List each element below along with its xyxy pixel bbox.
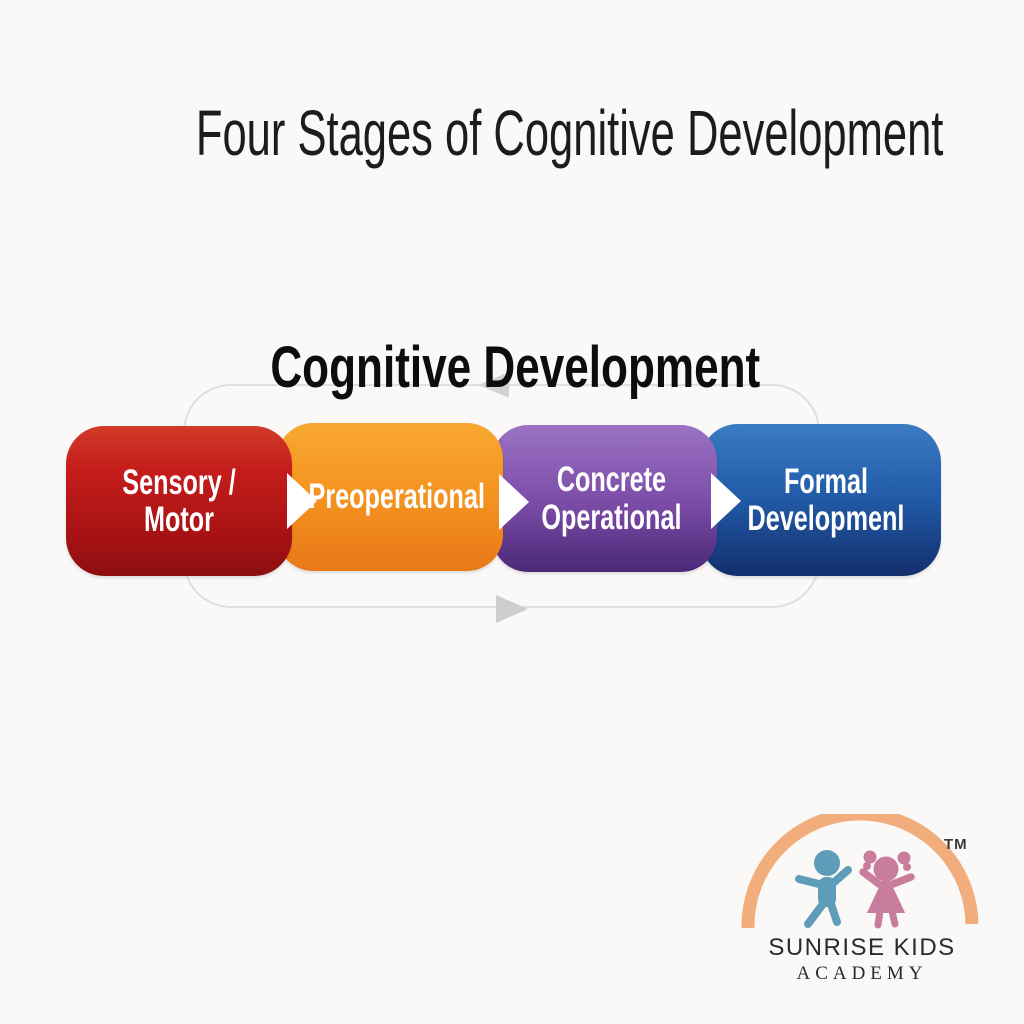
boy-icon <box>795 850 852 928</box>
logo-subtitle: ACADEMY <box>796 963 928 984</box>
chevron-right-icon <box>287 473 317 529</box>
stage-box-formal-development: Formal Developmenl <box>700 424 941 576</box>
sunrise-arc-icon <box>741 814 979 929</box>
chevron-right-icon <box>711 473 741 529</box>
page-title-text: Four Stages of Cognitive Development <box>195 97 944 169</box>
diagram-header: Cognitive Development <box>6 334 1024 401</box>
arrow-left-icon <box>478 372 509 398</box>
arrow-right-icon <box>496 595 528 623</box>
girl-icon <box>859 850 915 929</box>
logo-graphic <box>741 814 979 929</box>
stage-box-concrete-operational: Concrete Operational <box>492 425 717 572</box>
stage-box-sensory-motor: Sensory / Motor <box>66 426 292 576</box>
stage-label: Sensory / Motor <box>122 462 236 539</box>
logo-name: SUNRISE KIDS <box>768 934 956 961</box>
trademark-symbol: TM <box>944 836 968 853</box>
stage-label: Formal Developmenl <box>747 461 904 538</box>
stage-label: Concrete Operational <box>541 460 682 537</box>
diagram-header-text: Cognitive Development <box>270 335 760 400</box>
stage-label: Preoperational <box>308 477 486 517</box>
page-title: Four Stages of Cognitive Development <box>20 96 1024 170</box>
chevron-right-icon <box>499 474 529 530</box>
sunrise-kids-academy-logo: TM SUNRISE KIDS ACADEMY <box>736 814 988 1004</box>
